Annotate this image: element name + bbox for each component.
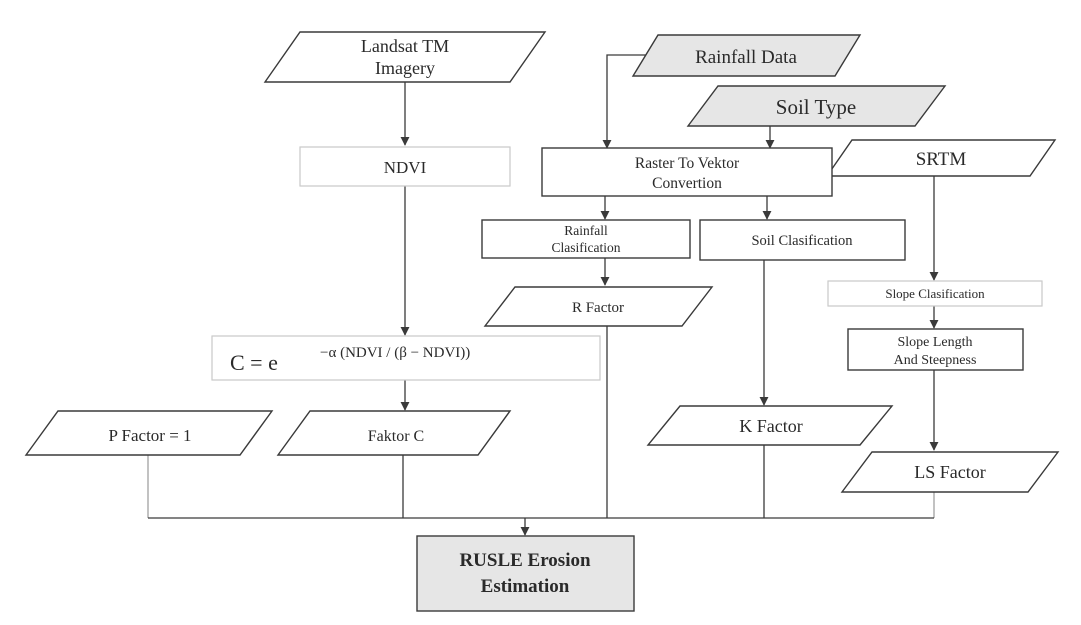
node-r-factor: R Factor — [483, 286, 714, 327]
srtm-label: SRTM — [916, 149, 967, 170]
slope-length-line2: And Steepness — [894, 353, 977, 368]
node-faktor-c: Faktor C — [276, 410, 512, 456]
node-srtm: SRTM — [825, 139, 1057, 177]
node-rusle-estimation: RUSLE Erosion Estimation — [416, 535, 635, 612]
node-soil-classification: Soil Clasification — [699, 219, 906, 261]
node-ndvi: NDVI — [299, 146, 511, 187]
rainfall-data-label: Rainfall Data — [695, 47, 797, 68]
node-c-formula: C = e −α (NDVI / (β − NDVI)) — [211, 335, 601, 381]
rusle-line1: RUSLE Erosion — [459, 550, 591, 571]
node-slope-classification: Slope Clasification — [827, 280, 1043, 307]
node-soil-type: Soil Type — [686, 85, 947, 127]
ls-factor-label: LS Factor — [914, 462, 986, 482]
c-formula-exponent: −α (NDVI / (β − NDVI)) — [320, 345, 470, 361]
p-factor-label: P Factor = 1 — [108, 426, 191, 445]
node-raster-to-vektor: Raster To Vektor Convertion — [541, 147, 833, 197]
rusle-line2: Estimation — [481, 576, 570, 597]
rainfall-class-line2: Clasification — [552, 240, 621, 255]
raster-line2: Convertion — [652, 175, 722, 192]
edges — [147, 54, 939, 536]
node-landsat-imagery: Landsat TM Imagery — [263, 31, 547, 83]
faktor-c-label: Faktor C — [368, 428, 424, 445]
landsat-line1: Landsat TM — [361, 36, 449, 56]
landsat-line2: Imagery — [375, 58, 435, 78]
soil-class-label: Soil Clasification — [751, 233, 853, 249]
node-rainfall-data: Rainfall Data — [631, 34, 862, 77]
k-factor-label: K Factor — [739, 416, 802, 436]
slope-class-label: Slope Clasification — [885, 286, 985, 301]
ndvi-label: NDVI — [384, 158, 427, 177]
node-p-factor: P Factor = 1 — [24, 410, 274, 456]
node-rainfall-classification: Rainfall Clasification — [481, 219, 691, 259]
node-ls-factor: LS Factor — [840, 451, 1060, 493]
edge-rainfall-data-to-raster — [602, 54, 658, 149]
node-k-factor: K Factor — [646, 405, 894, 446]
slope-length-line1: Slope Length — [897, 335, 972, 350]
node-slope-length: Slope Length And Steepness — [847, 328, 1024, 371]
c-formula-lhs: C = e — [230, 350, 278, 375]
soil-type-label: Soil Type — [776, 95, 856, 119]
raster-line1: Raster To Vektor — [635, 155, 740, 172]
r-factor-label: R Factor — [572, 300, 624, 316]
rainfall-class-line1: Rainfall — [564, 223, 608, 238]
